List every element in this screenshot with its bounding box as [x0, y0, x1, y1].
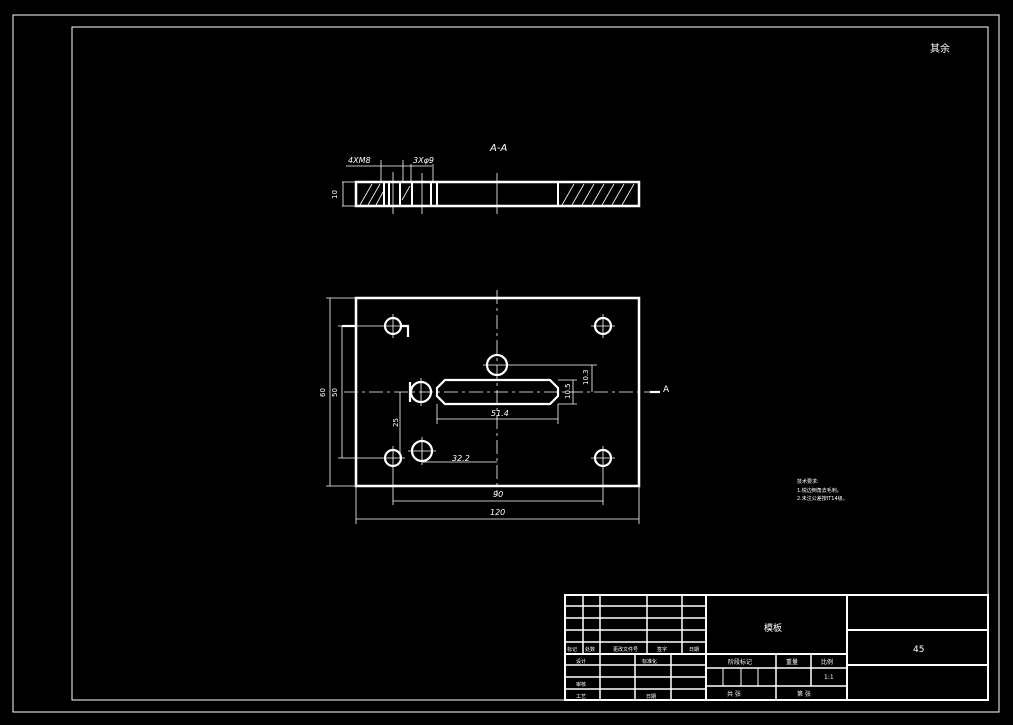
title-block-text: 标记 处数 更改文件号 签字 日期 设计 标准化 审核 工艺 日期 模板 45 …	[567, 622, 924, 700]
section-marker: A	[663, 385, 670, 395]
title-block	[564, 594, 989, 701]
top-right-note: 其余	[930, 42, 950, 55]
material: 45	[913, 645, 924, 655]
section-view: A-A	[331, 143, 641, 214]
svg-text:日期: 日期	[689, 647, 699, 653]
svg-text:2.未注公差按IT14级。: 2.未注公差按IT14级。	[797, 495, 848, 502]
dim-thickness: 10	[331, 190, 339, 199]
dim-slot-width: 10.5	[564, 383, 572, 399]
svg-text:阶段标记: 阶段标记	[728, 658, 752, 666]
dim-slot-length: 51.4	[491, 409, 509, 418]
section-label: A-A	[489, 143, 507, 154]
inner-frame	[71, 26, 989, 701]
dim-thread: 4XM8	[348, 156, 371, 165]
svg-text:审核: 审核	[576, 681, 586, 688]
svg-text:设计: 设计	[576, 658, 586, 665]
dim-hole-offset: 32.2	[452, 454, 470, 463]
dim-height-total: 60	[319, 388, 327, 397]
svg-text:共 张: 共 张	[727, 690, 741, 698]
svg-text:1.锐边倒角去毛刺。: 1.锐边倒角去毛刺。	[797, 487, 842, 494]
svg-text:更改文件号: 更改文件号	[613, 646, 638, 653]
svg-text:标准化: 标准化	[642, 658, 657, 665]
outer-frame	[12, 14, 1000, 713]
svg-text:处数: 处数	[585, 646, 595, 653]
plan-view: 60 50 25 32.2 51.4 10.5 10.3 90 120 A	[319, 290, 670, 524]
dim-width-total: 120	[490, 508, 505, 517]
svg-text:重量: 重量	[786, 658, 798, 666]
svg-text:第 张: 第 张	[797, 690, 811, 698]
dim-hole-span: 90	[493, 490, 503, 499]
svg-text:工艺: 工艺	[576, 694, 586, 700]
svg-text:技术要求:: 技术要求:	[797, 478, 819, 485]
svg-text:1:1: 1:1	[824, 674, 834, 681]
svg-text:标记: 标记	[567, 646, 577, 653]
dim-height-holes: 50	[331, 388, 339, 397]
dim-slot-offset: 25	[392, 418, 400, 427]
technical-notes: 技术要求: 1.锐边倒角去毛刺。 2.未注公差按IT14级。	[797, 478, 848, 502]
svg-text:日期: 日期	[646, 694, 656, 700]
svg-text:签字: 签字	[657, 646, 667, 653]
part-name: 模板	[764, 622, 782, 634]
svg-text:比例: 比例	[821, 658, 833, 666]
dim-holes: 3Xφ9	[413, 156, 434, 165]
dim-hole-to-slot: 10.3	[582, 369, 590, 385]
